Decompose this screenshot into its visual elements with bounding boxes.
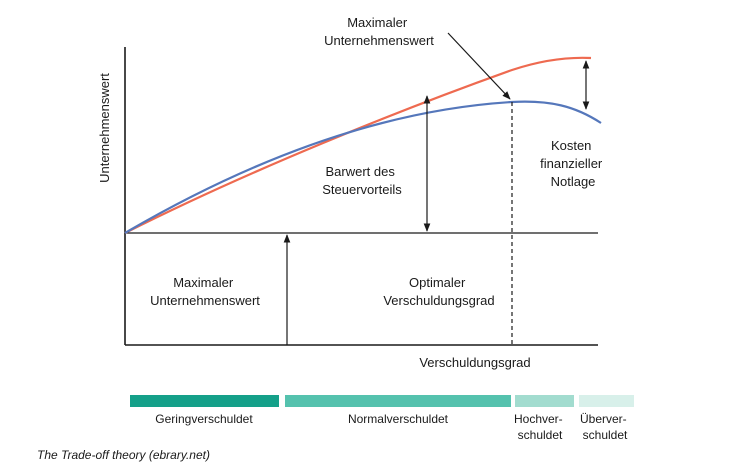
segment-label-low: Geringverschuldet	[155, 412, 253, 426]
trade-off-diagram: Unternehmenswert Verschuldungsgrad Maxim…	[97, 15, 634, 442]
distress-costs-annotation: Kosten finanzieller Notlage	[540, 138, 606, 189]
optimal-leverage-annotation: Optimaler Verschuldungsgrad	[383, 275, 494, 308]
x-axis-label: Verschuldungsgrad	[419, 355, 530, 370]
segment-bar-low	[130, 395, 279, 407]
segment-label-over: Überver- schuldet	[580, 412, 630, 442]
y-axis-label: Unternehmenswert	[97, 73, 112, 183]
segment-bar-normal	[285, 395, 511, 407]
value-with-tax-shield-curve	[124, 56, 592, 234]
segment-label-high: Hochver- schuldet	[514, 412, 566, 442]
figure-caption: The Trade-off theory (ebrary.net)	[37, 448, 210, 462]
unlevered-value-annotation: Maximaler Unternehmenswert	[150, 275, 260, 308]
tax-shield-annotation: Barwert des Steuervorteils	[322, 164, 402, 197]
segment-bar-high	[515, 395, 574, 407]
segment-label-normal: Normalverschuldet	[348, 412, 449, 426]
top-annotation-arrow	[447, 32, 511, 100]
segment-bar-over	[579, 395, 634, 407]
top-annotation: Maximaler Unternehmenswert	[324, 15, 434, 48]
